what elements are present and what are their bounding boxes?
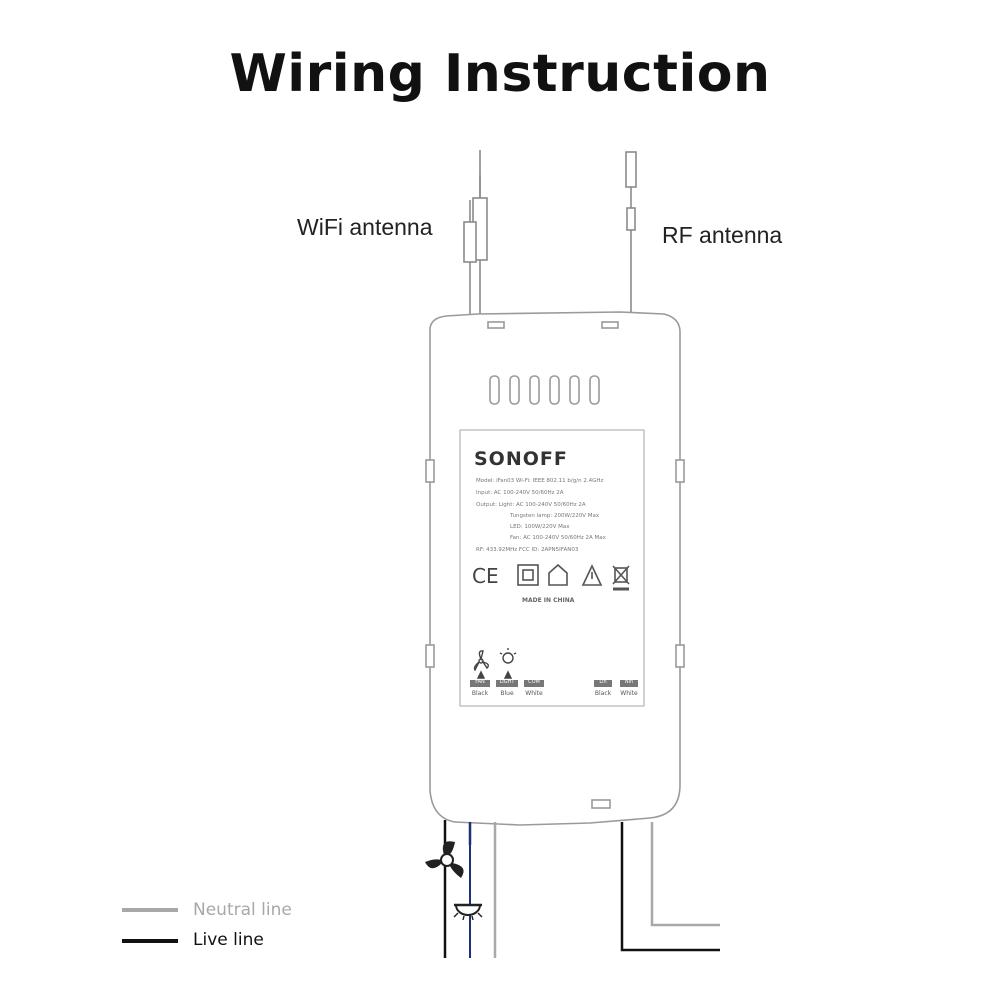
terminal-box (524, 680, 544, 687)
terminal-box (496, 680, 518, 687)
input-wires (620, 822, 720, 952)
plate-line: Tungsten lamp: 200W/220V Max (510, 513, 600, 519)
wifi-antenna (463, 150, 488, 320)
ceiling-light-icon (453, 903, 483, 921)
live-input-wire (620, 822, 720, 952)
live-line-legend: Live line (193, 930, 264, 950)
terminal-box (620, 680, 638, 687)
terminal-nin-color: White (620, 690, 638, 697)
rf-antenna-label: RF antenna (662, 222, 783, 248)
terminal-lin-code: Lin (599, 679, 607, 685)
page-title: Wiring Instruction (229, 44, 771, 104)
plate-line: Input: AC 100-240V 50/60Hz 2A (476, 490, 564, 496)
terminal-fan-color: Black (471, 690, 489, 697)
output-wires (443, 820, 497, 958)
terminal-lin-color: Black (594, 690, 612, 697)
brand-logo: SONOFF (474, 448, 568, 470)
made-in-label: MADE IN CHINA (522, 597, 575, 604)
rf-antenna (625, 151, 637, 320)
certification-icons: CE (472, 563, 630, 591)
neutral-line-legend: Neutral line (193, 900, 292, 920)
terminal-fan-code: FAN (475, 679, 485, 685)
plate-line: Fan: AC 100-240V 50/60Hz 2A Max (510, 535, 606, 541)
neutral-input-wire (650, 822, 720, 927)
plate-line: RF: 433.92MHz FCC ID: 2APN5IFAN03 (476, 547, 579, 553)
terminal-nin-code: Nin (624, 679, 634, 685)
plate-line: LED: 100W/220V Max (510, 524, 570, 530)
fan-icon (425, 841, 464, 878)
terminal-com-code: COM (528, 679, 540, 685)
plate-light-icon (499, 648, 517, 679)
ce-mark-icon: CE (472, 564, 499, 588)
terminal-box (594, 680, 612, 687)
terminal-box (470, 680, 490, 687)
plate-line: Model: iFan03 Wi-Fi: IEEE 802.11 b/g/n 2… (476, 478, 604, 484)
wifi-antenna-label: WiFi antenna (297, 214, 433, 240)
plate-line: Output: Light: AC 100-240V 50/60Hz 2A (476, 502, 586, 508)
terminal-light-color: Blue (500, 690, 514, 697)
terminal-com-color: White (525, 690, 543, 697)
terminal-light-code: LIGHT (499, 679, 515, 685)
plate-fan-icon (473, 650, 490, 679)
